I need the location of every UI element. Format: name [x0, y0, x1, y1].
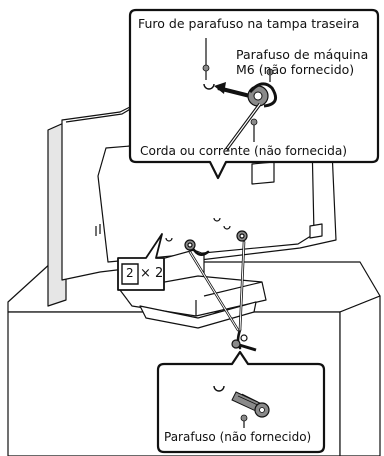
screw-label: Parafuso (não fornecido) — [164, 430, 312, 444]
top-callout — [128, 8, 380, 180]
cabinet-screw — [231, 334, 257, 352]
cord-label: Corda ou corrente (não fornecida) — [140, 144, 348, 158]
hole-label: Furo de parafuso na tampa traseira — [138, 16, 360, 31]
machine-screw-label-line2: M6 (não fornecido) — [236, 62, 355, 77]
badge-number: 2 — [126, 266, 134, 280]
badge-multiplier: × 2 — [140, 266, 164, 281]
back-screws — [165, 217, 248, 251]
machine-screw-label-line1: Parafuso de máquina — [236, 47, 369, 62]
quantity-badge-frame — [117, 233, 165, 291]
bottom-callout — [156, 350, 326, 454]
